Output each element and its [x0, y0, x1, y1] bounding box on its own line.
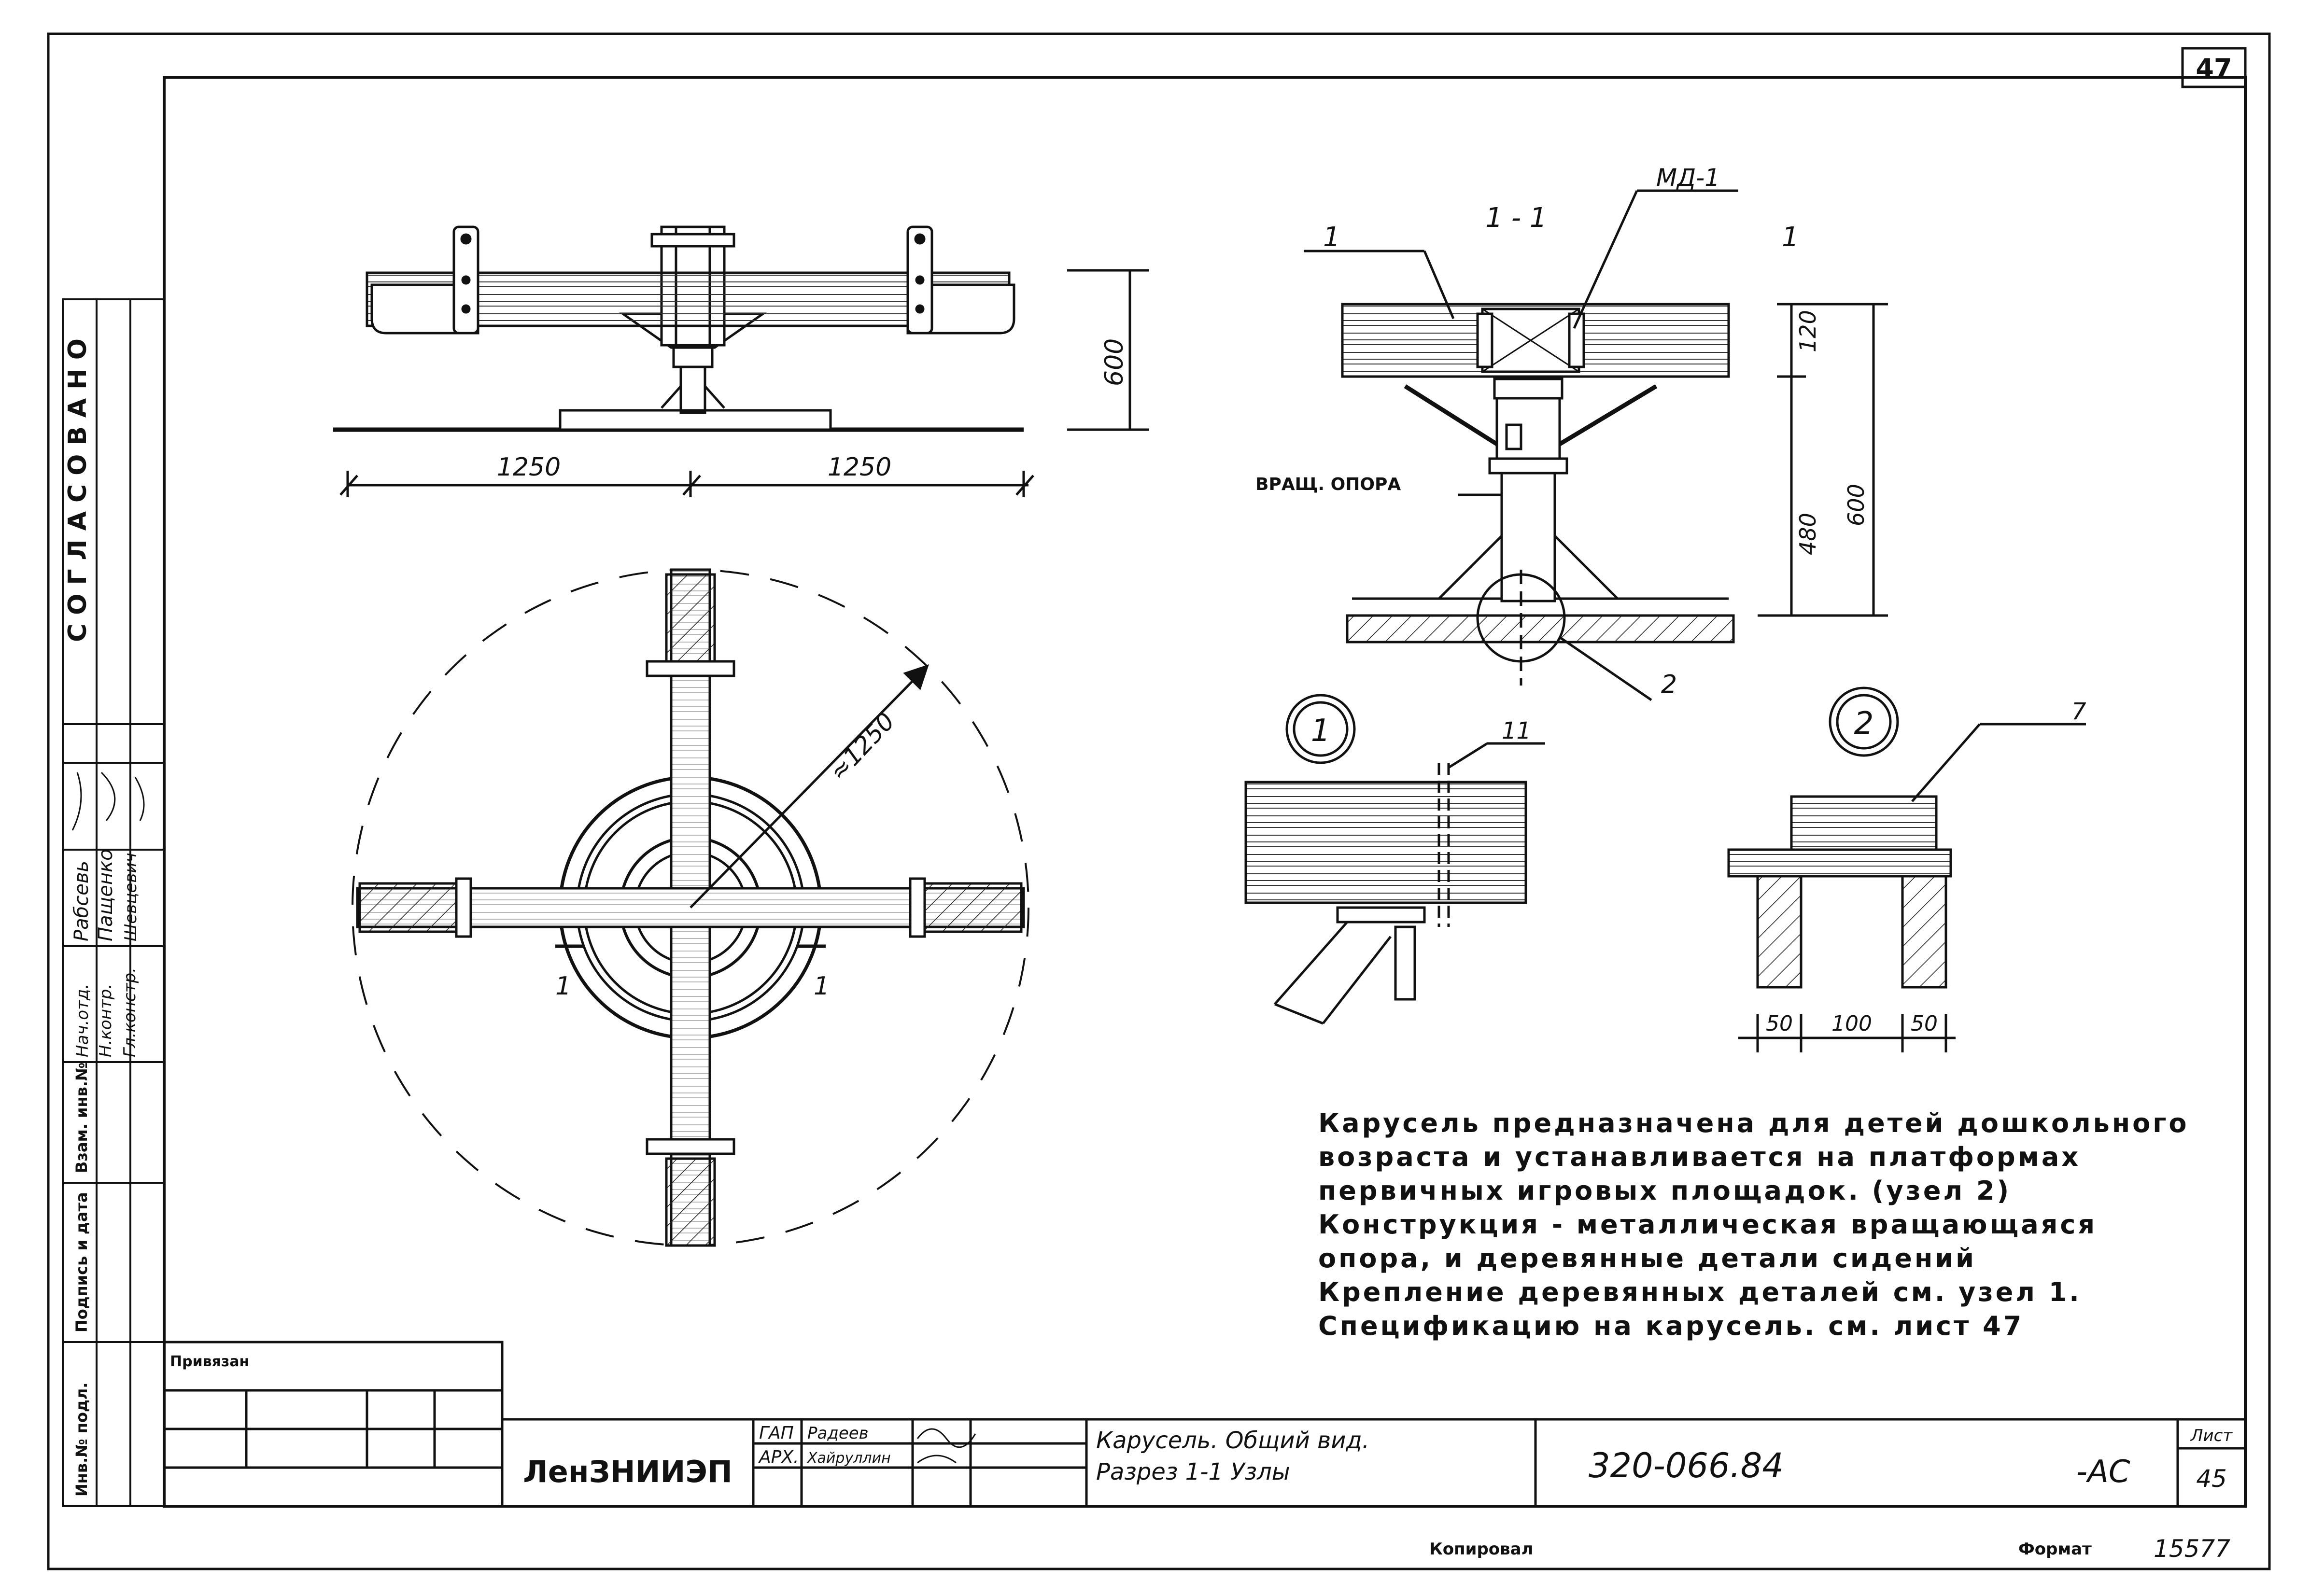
note-line-4: Конструкция - металлическая вращающаяся [1318, 1209, 2098, 1240]
name-arch: Хайруллин [806, 1450, 891, 1467]
footer-copied: Копировал [1429, 1540, 1534, 1559]
signature-name-3: Шевцевич [121, 853, 141, 941]
plan-section-mark-left: 1 [555, 972, 571, 1001]
role-gap: ГАП [759, 1423, 794, 1443]
approval-label: СОГЛАСОВАНО [63, 330, 92, 642]
node-2-dim-left: 50 [1766, 1011, 1793, 1036]
node-1-label: 1 [1311, 713, 1331, 749]
section-support-label: ВРАЩ. ОПОРА [1255, 475, 1401, 494]
node-1-detail [1244, 694, 1545, 1025]
node-2-label: 2 [1854, 706, 1874, 742]
tied-label: Привязан [170, 1353, 249, 1370]
signature-role-2: Н.контр. [96, 984, 115, 1057]
section-title: 1 - 1 [1485, 202, 1547, 234]
note-line-2: возраста и устанавливается на платформах [1318, 1142, 2081, 1172]
signature-role-1: Нач.отд. [73, 984, 92, 1057]
section-dim-600: 600 [1843, 484, 1869, 526]
name-gap: Радеев [807, 1424, 869, 1443]
title-block-frame [163, 1341, 2247, 1508]
node-2-detail [1727, 686, 2086, 1052]
plan-view [352, 568, 1029, 1247]
section-ref-right: 1 [1782, 222, 1799, 253]
section-dim-480: 480 [1795, 513, 1821, 555]
stamp-inv-label: Инв.№ подл. [72, 1383, 91, 1497]
node-2-ref: 7 [2071, 698, 2086, 725]
stamp-sign-label: Подпись и дата [72, 1192, 91, 1332]
section-view [1304, 189, 1888, 701]
footer-format: Формат [2018, 1540, 2092, 1559]
org-name: ЛенЗНИИЭП [523, 1454, 732, 1489]
note-line-5: опора, и деревянные детали сидений [1318, 1243, 1977, 1274]
signature-name-1: Рабсевь [70, 861, 93, 941]
title-line-2: Разрез 1-1 Узлы [1096, 1458, 1290, 1485]
role-arch: АРХ. [758, 1447, 799, 1467]
note-line-1: Карусель предназначена для детей дошколь… [1318, 1108, 2189, 1138]
note-line-7: Спецификацию на карусель. см. лист 47 [1318, 1311, 2024, 1341]
plan-section-mark-right: 1 [814, 972, 830, 1001]
section-node-label: 2 [1661, 670, 1677, 699]
section-md-label: МД-1 [1656, 164, 1720, 192]
signature-scribbles [71, 771, 145, 831]
section-dim-120: 120 [1795, 310, 1821, 352]
doc-code: 320-066.84 [1589, 1446, 1784, 1485]
footer-stamp: 15577 [2154, 1535, 2230, 1563]
section-code: -АС [2076, 1454, 2130, 1490]
signature-role-3: Гл.констр. [120, 967, 140, 1057]
plan-radius-label: ≈1250 [824, 707, 900, 786]
section-ref-left: 1 [1323, 222, 1340, 253]
elevation-dim-right: 1250 [828, 453, 891, 482]
note-line-6: Крепление деревянных деталей см. узел 1. [1318, 1277, 2082, 1307]
sheet-number-box: 47 [2181, 47, 2247, 88]
node-1-ref: 11 [1502, 717, 1531, 744]
stamp-replace-label: Взам. инв.№ [72, 1063, 91, 1173]
node-2-dim-right: 50 [1911, 1011, 1938, 1036]
note-line-3: первичных игровых площадок. (узел 2) [1318, 1176, 2012, 1206]
elevation-dim-height: 600 [1100, 338, 1129, 386]
sheet-number: 47 [2196, 53, 2232, 84]
elevation-view [333, 225, 1149, 497]
elevation-dim-left: 1250 [497, 453, 561, 482]
signature-name-2: Пащенко [95, 849, 117, 941]
sheet-value: 45 [2196, 1465, 2227, 1493]
left-stamp-strip [62, 298, 165, 1507]
title-signatures [916, 1428, 976, 1464]
sheet-label: Лист [2190, 1426, 2233, 1445]
node-2-dim-mid: 100 [1831, 1011, 1872, 1036]
title-line-1: Карусель. Общий вид. [1096, 1427, 1369, 1454]
